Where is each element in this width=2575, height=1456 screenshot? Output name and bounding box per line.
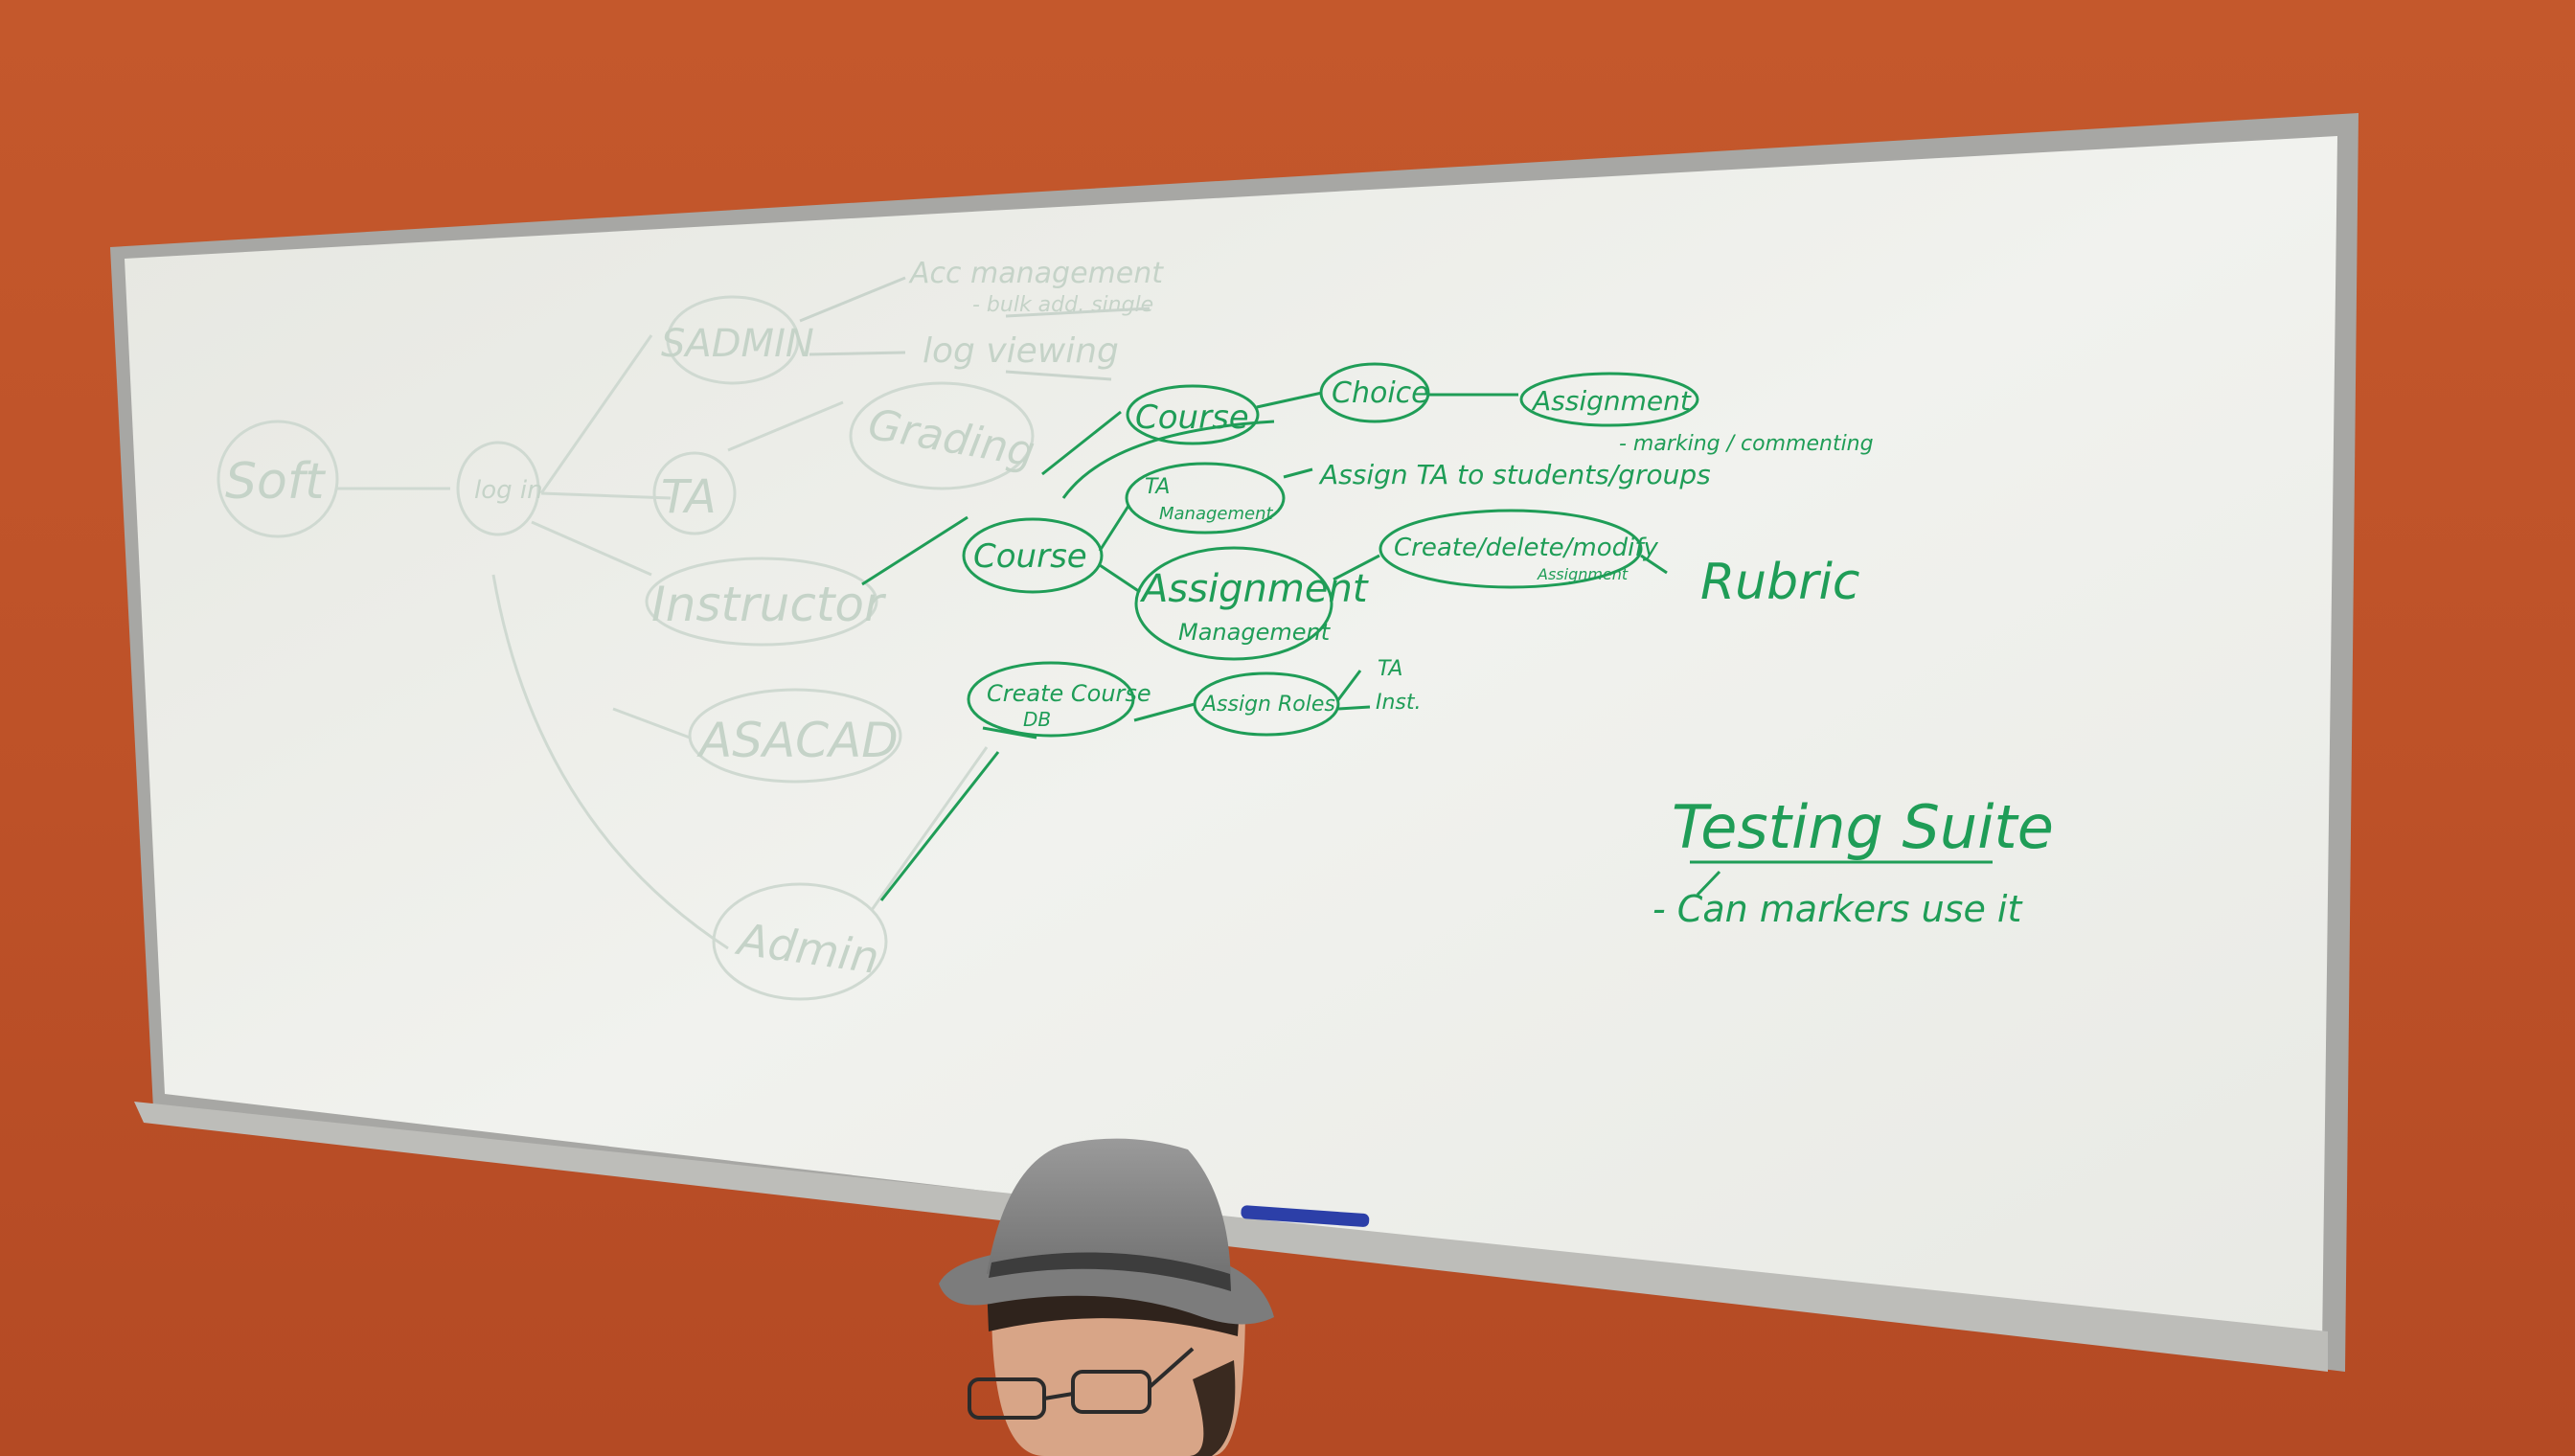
node-ta-management-1: TA <box>1145 475 1170 499</box>
assignment-ellipse <box>1519 372 1699 427</box>
node-assignment-mgmt-2: Management <box>1178 619 1332 646</box>
green-labels: Course Choice Assignment - marking / com… <box>973 376 2054 930</box>
node-ta: TA <box>661 470 717 524</box>
ta-management-ellipse <box>1125 462 1286 535</box>
node-create-delete-2: Assignment <box>1537 565 1629 583</box>
note-role-inst: Inst. <box>1376 691 1422 715</box>
node-sadmin: SADMIN <box>661 322 814 366</box>
faded-diagram <box>216 295 1035 1001</box>
course-top-ellipse <box>1126 384 1260 445</box>
hat-band <box>989 1252 1231 1291</box>
create-course-ellipse <box>967 661 1135 738</box>
node-course-top: Course <box>1135 398 1249 437</box>
node-create-course-2: DB <box>1023 708 1051 731</box>
hat-crown <box>987 1138 1231 1288</box>
node-course-mid: Course <box>973 537 1087 576</box>
note-assign-ta: Assign TA to students/groups <box>1318 459 1711 490</box>
note-acc-management: Acc management <box>908 257 1164 290</box>
faded-labels: Soft log in SADMIN TA Instructor ASACAD … <box>225 257 1164 984</box>
marker-tray <box>134 1102 2328 1372</box>
node-assign-roles: Assign Roles <box>1200 693 1335 717</box>
node-soft: Soft <box>225 453 326 511</box>
node-assignment-mgmt-1: Assignment <box>1139 567 1369 611</box>
face <box>991 1303 1245 1456</box>
node-create-delete-1: Create/delete/modify <box>1394 534 1659 562</box>
note-can-markers: - Can markers use it <box>1652 888 2023 930</box>
beard <box>1188 1360 1236 1456</box>
glasses <box>968 1347 1195 1420</box>
node-log: log in <box>474 476 543 505</box>
note-rubric: Rubric <box>1700 554 1860 611</box>
note-role-ta: TA <box>1378 657 1402 681</box>
faded-connectors <box>799 276 1151 381</box>
board-surface <box>125 136 2337 1349</box>
node-asacad: ASACAD <box>696 713 899 768</box>
assignment-mgmt-ellipse <box>1134 546 1333 661</box>
node-choice: Choice <box>1332 376 1429 410</box>
node-instructor: Instructor <box>651 577 887 632</box>
whiteboard <box>110 113 2359 1372</box>
node-assignment: Assignment <box>1531 385 1692 417</box>
green-diagram <box>861 362 1993 901</box>
note-log-viewing: log viewing <box>923 331 1119 371</box>
node-ta-management-2: Management <box>1159 504 1274 524</box>
course-mid-ellipse <box>962 517 1104 594</box>
create-delete-ellipse <box>1379 509 1643 589</box>
note-testing-suite: Testing Suite <box>1672 792 2054 862</box>
node-create-course-1: Create Course <box>987 680 1151 707</box>
blue-marker <box>1241 1205 1370 1227</box>
person <box>939 1138 1274 1456</box>
note-marking: - marking / commenting <box>1619 432 1874 456</box>
